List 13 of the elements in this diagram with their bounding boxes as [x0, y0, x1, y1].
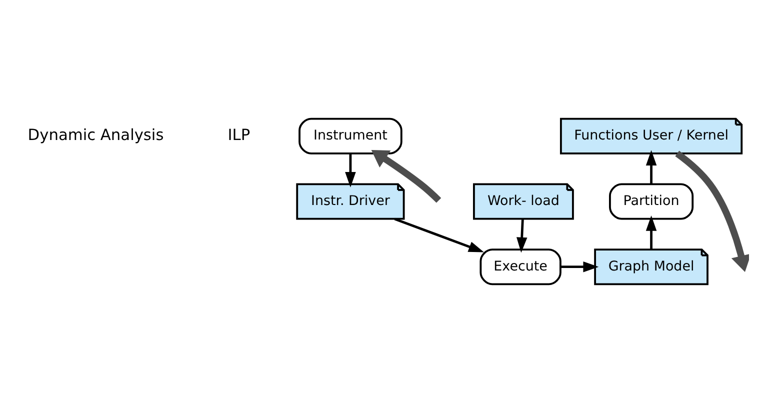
- label: ILP: [228, 126, 250, 144]
- arrow: [394, 218, 484, 252]
- label: Dynamic Analysis: [28, 126, 164, 144]
- arrow: [675, 150, 749, 272]
- arrow: [371, 150, 442, 203]
- node-box: Execute: [480, 248, 562, 286]
- arrow: [560, 261, 599, 272]
- arrow: [345, 154, 356, 188]
- arrow: [646, 215, 657, 250]
- arrow: [646, 150, 657, 184]
- arrow: [516, 219, 528, 253]
- node-box: Partition: [609, 183, 694, 220]
- node-box: Instrument: [298, 118, 402, 154]
